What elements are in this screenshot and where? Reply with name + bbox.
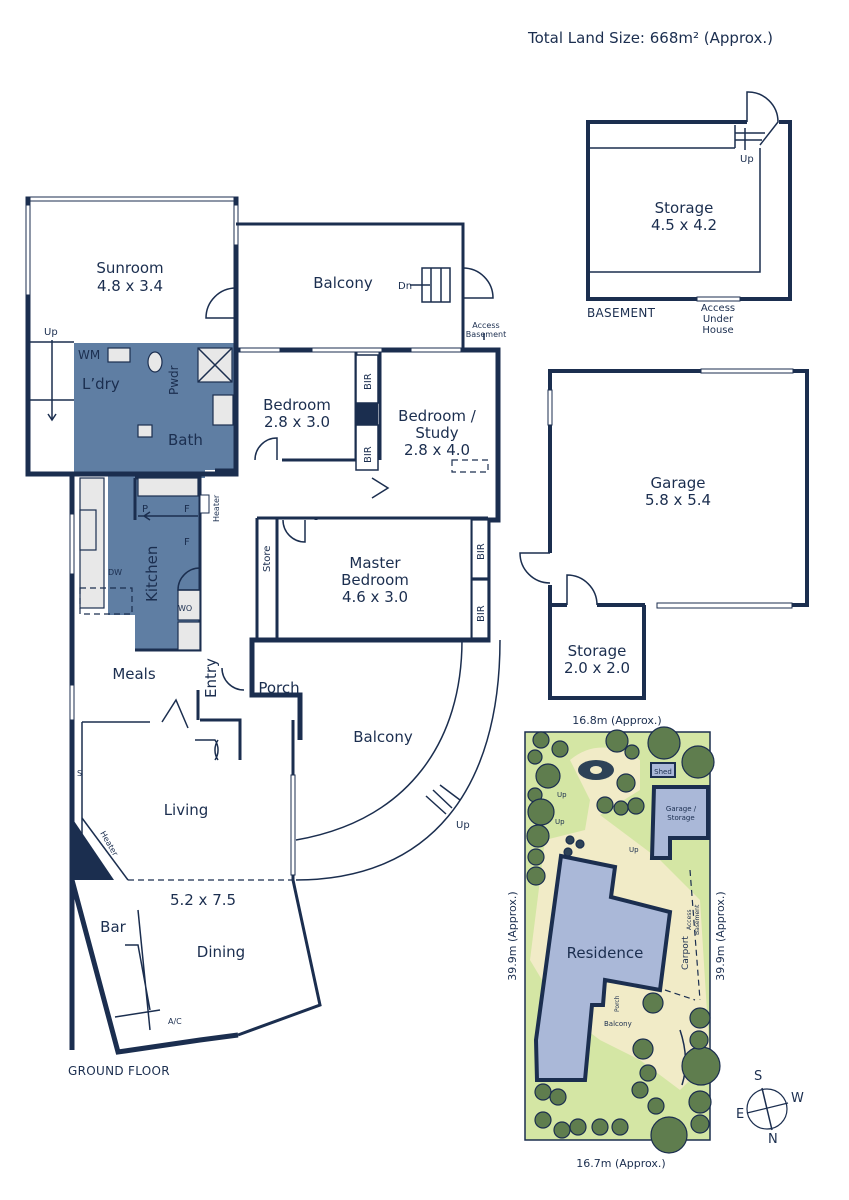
balcony-door-arc (462, 267, 494, 299)
living-label: Living (164, 801, 209, 819)
basement-plan: Up Storage 4.5 x 4.2 BASEMENT Access Und… (586, 91, 792, 336)
site-up-1: Up (557, 791, 567, 799)
site-garage-storage-1: Garage / (666, 805, 697, 813)
stair-dn (421, 267, 451, 303)
site-plan: 16.8m (Approx.) 16.7m (Approx.) 39.9m (A… (506, 714, 804, 1170)
site-up-2: Up (555, 818, 565, 826)
up-balcony-label: Up (456, 820, 470, 831)
master-label-2: Bedroom (341, 571, 409, 589)
arrow-down-icon (47, 413, 57, 422)
meals-label: Meals (112, 665, 156, 683)
ground-floor-title: GROUND FLOOR (68, 1064, 170, 1078)
carport-label: Carport (681, 936, 691, 970)
site-right-length: 39.9m (Approx.) (714, 891, 727, 980)
balcony-lower-label: Balcony (353, 728, 413, 746)
residence-label: Residence (567, 944, 644, 962)
ac-label: A/C (168, 1017, 182, 1026)
basement-up-label: Up (740, 154, 754, 165)
laundry-label: L’dry (82, 375, 120, 393)
kitchen-label: Kitchen (143, 546, 161, 602)
pwdr-label: Pwdr (167, 365, 181, 395)
fridge-label-2: F (184, 537, 190, 548)
sunroom-window-left (25, 204, 31, 296)
s-label: S (77, 769, 82, 778)
stair-up-left (28, 340, 74, 420)
site-bottom-width: 16.7m (Approx.) (576, 1157, 665, 1170)
site-garage-storage-2: Storage (667, 814, 694, 822)
garage-label: Garage (651, 474, 706, 492)
land-size-label: Total Land Size: 668m² (Approx.) (528, 29, 773, 47)
site-balcony-label: Balcony (604, 1020, 632, 1028)
sunroom-dims: 4.8 x 3.4 (97, 277, 163, 295)
basement-storage-dims: 4.5 x 4.2 (651, 216, 717, 234)
sunroom-door (205, 287, 237, 319)
dn-label: Dn (398, 281, 412, 292)
bedroom-study-dims: 2.8 x 4.0 (404, 441, 470, 459)
entry-label: Entry (202, 658, 220, 698)
garage-dims: 5.8 x 5.4 (645, 491, 711, 509)
garage-plan: Garage 5.8 x 5.4 Storage 2.0 x 2.0 (519, 368, 809, 700)
master-label-1: Master (349, 554, 401, 572)
compass-n: N (768, 1132, 778, 1147)
bar-label: Bar (100, 918, 126, 936)
living-dining-dims: 5.2 x 7.5 (170, 891, 236, 909)
bedroom-study-label-2: Study (415, 424, 458, 442)
sunroom-label: Sunroom (96, 259, 163, 277)
access-under-house-3: House (702, 325, 733, 336)
master-dims: 4.6 x 3.0 (342, 588, 408, 606)
fridge-label: F (184, 504, 190, 515)
dining-label: Dining (197, 943, 245, 961)
compass-icon: S W E N (736, 1069, 804, 1147)
wm-label: WM (78, 348, 100, 362)
bath-label: Bath (168, 431, 203, 449)
site-access-1: Access (686, 909, 693, 930)
access-under-house-1: Access (701, 303, 735, 314)
site-left-length: 39.9m (Approx.) (506, 891, 519, 980)
site-porch-label: Porch (614, 995, 621, 1012)
access-under-house-2: Under (703, 314, 734, 325)
bedroom-dims: 2.8 x 3.0 (264, 413, 330, 431)
wo-label: WO (178, 604, 192, 613)
pantry-label: P (142, 504, 148, 515)
bir-label: BIR (363, 446, 374, 463)
trees (526, 726, 721, 1154)
dw-label: DW (108, 568, 122, 577)
store-label: Store (262, 546, 273, 572)
site-top-width: 16.8m (Approx.) (572, 714, 661, 727)
site-access-2: Basement (694, 904, 701, 935)
bir-label: BIR (363, 373, 374, 390)
up-left-label: Up (44, 327, 58, 338)
compass-e: E (736, 1107, 744, 1122)
basement-label: Basement (466, 330, 506, 339)
compass-s: S (754, 1069, 762, 1084)
bedroom-study-label-1: Bedroom / (398, 407, 477, 425)
garage-storage-dims: 2.0 x 2.0 (564, 659, 630, 677)
heater-hall-label: Heater (212, 494, 221, 522)
balcony-upper-label: Balcony (313, 274, 373, 292)
site-up-3: Up (629, 846, 639, 854)
bir-master-2: BIR (476, 605, 487, 622)
ground-floor-plan: Sunroom 4.8 x 3.4 Balcony Dn Access Base… (25, 196, 506, 1078)
basement-title: BASEMENT (587, 306, 656, 320)
sunroom-window-top (29, 196, 235, 202)
access-label: Access (472, 321, 499, 330)
bir-master-1: BIR (476, 543, 487, 560)
shed-label: Shed (654, 768, 672, 776)
porch-label: Porch (258, 679, 299, 697)
compass-w: W (791, 1091, 804, 1106)
garage-storage-label: Storage (568, 642, 627, 660)
basement-storage-label: Storage (655, 199, 714, 217)
bedroom-label: Bedroom (263, 396, 331, 414)
